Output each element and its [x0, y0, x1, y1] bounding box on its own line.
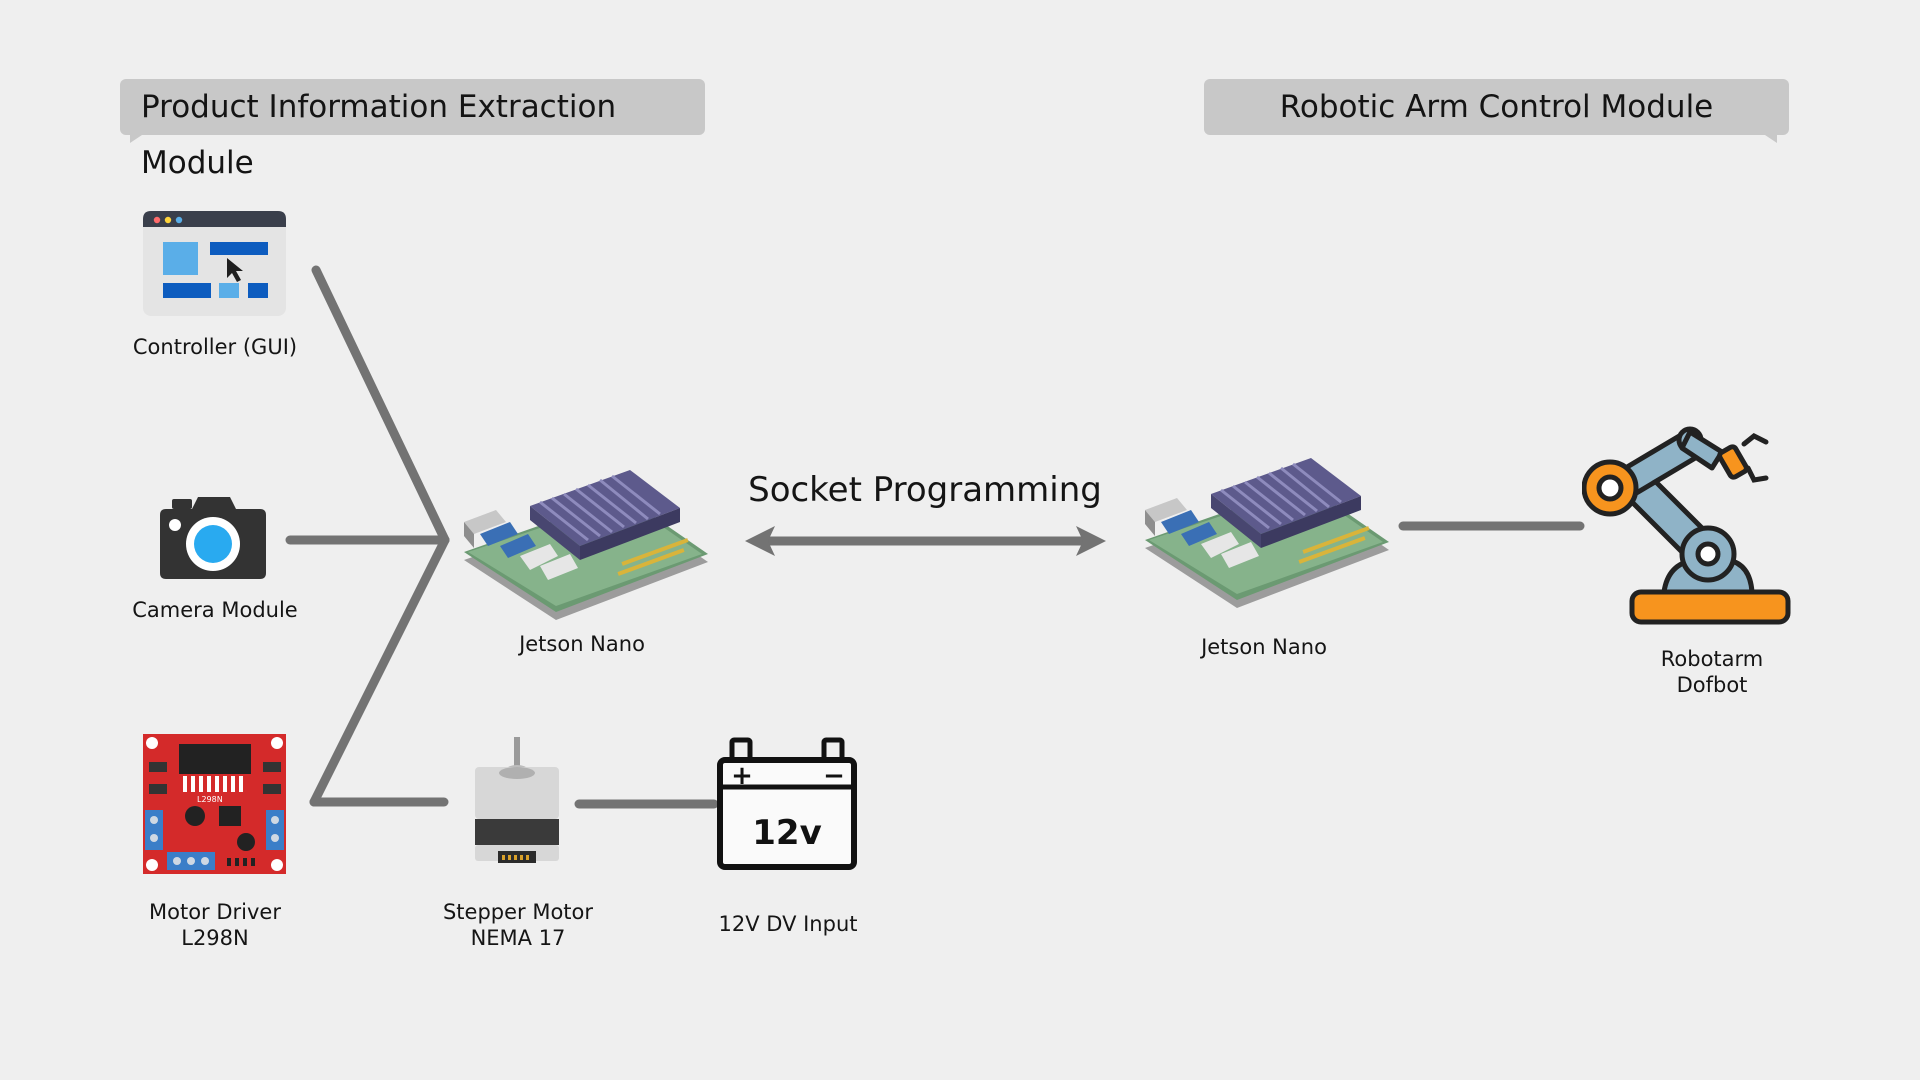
- robot-arm-label-line2: Dofbot: [1676, 673, 1748, 697]
- jetson-nano-right-icon: [1145, 458, 1389, 608]
- module-header-product-info-text: Product Information Extraction Module: [141, 89, 617, 181]
- battery-icon-text: 12v: [752, 813, 821, 853]
- motor-driver-icon: L298N: [143, 734, 286, 874]
- stepper-motor-label-line2: NEMA 17: [470, 926, 566, 950]
- jetson-nano-left-label: Jetson Nano: [519, 632, 645, 656]
- stepper-motor-label: Stepper Motor NEMA 17: [418, 899, 618, 951]
- motor-driver-label-line2: L298N: [181, 926, 249, 950]
- socket-arrow-left-head: [745, 526, 775, 556]
- stepper-motor-label-line1: Stepper Motor: [442, 900, 594, 924]
- module-header-product-info: Product Information Extraction Module: [120, 79, 705, 181]
- controller-gui-label: Controller (GUI): [132, 335, 298, 359]
- robot-arm-label: Robotarm Dofbot: [1612, 646, 1812, 698]
- battery-input-label: 12V DV Input: [718, 912, 858, 936]
- robot-arm-label-line1: Robotarm: [1660, 647, 1764, 671]
- module-header-robotic-arm: Robotic Arm Control Module: [1204, 79, 1789, 135]
- module-header-robotic-arm-text: Robotic Arm Control Module: [1279, 89, 1714, 125]
- header-tail-left: [130, 135, 142, 143]
- controller-gui-icon: [143, 211, 286, 316]
- wire-gui-to-jetson: [311, 265, 450, 545]
- jetson-nano-right-label: Jetson Nano: [1201, 635, 1327, 659]
- battery-plus-sign: +: [731, 761, 753, 791]
- socket-arrow-right-head: [1076, 526, 1106, 556]
- camera-module-label: Camera Module: [132, 598, 298, 622]
- jetson-nano-left-icon: [464, 470, 708, 620]
- robot-arm-icon: [1582, 426, 1791, 625]
- battery-minus-sign: −: [823, 761, 845, 791]
- socket-programming-label: Socket Programming: [748, 470, 1102, 510]
- header-tail-right: [1765, 135, 1777, 143]
- stepper-motor-icon: [475, 737, 559, 863]
- camera-icon: [160, 497, 266, 579]
- motor-driver-label-line1: Motor Driver: [149, 900, 281, 924]
- battery-icon: + − 12v: [717, 737, 857, 870]
- wire-jetson-to-driver: [309, 535, 450, 807]
- motor-driver-label: Motor Driver L298N: [115, 899, 315, 951]
- motor-driver-chip-text: L298N: [197, 795, 223, 804]
